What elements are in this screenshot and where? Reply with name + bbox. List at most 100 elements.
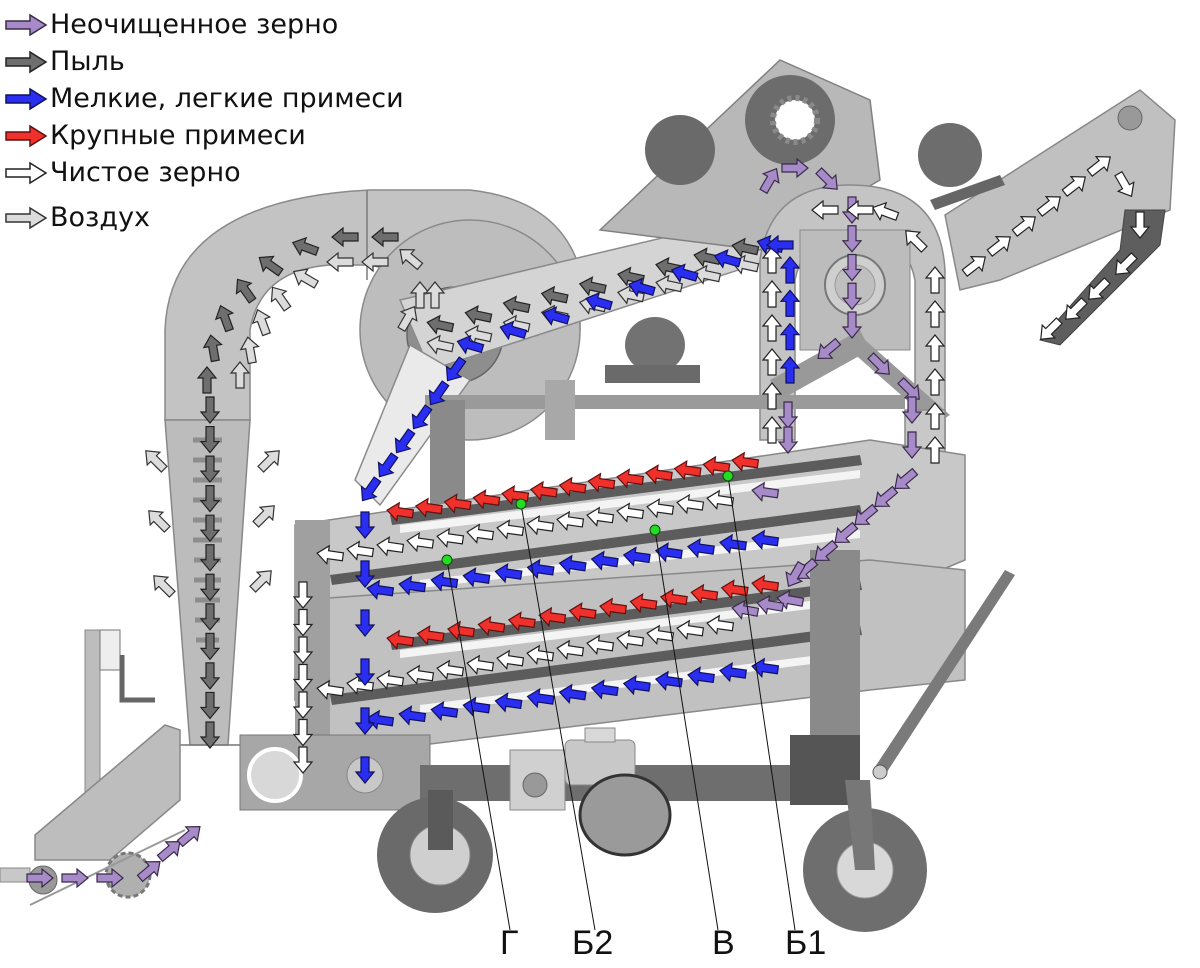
air-flow-arrow [229, 361, 251, 389]
fine-flow-arrow [430, 700, 459, 722]
fine-flow-arrow [719, 533, 748, 555]
fine-flow-arrow [354, 658, 376, 686]
uncleaned-flow-arrow [901, 431, 923, 459]
clean-flow-arrow [846, 199, 874, 221]
uncleaned-flow-arrow [781, 157, 809, 179]
air-flow-arrow [239, 336, 260, 365]
air-flow-arrow [252, 505, 275, 528]
dust-flow-arrow [371, 226, 399, 248]
air-flow-arrow [326, 251, 354, 273]
clean-flow-arrow [616, 502, 645, 523]
callout-label-v: В [712, 924, 735, 962]
fine-flow-arrow [585, 291, 613, 312]
fine-flow-arrow [366, 579, 395, 600]
fine-flow-arrow [456, 334, 485, 355]
coarse-flow-arrow [507, 611, 536, 632]
legend-item-dust: Пыль [4, 43, 404, 80]
uncleaned-flow-arrow [841, 253, 863, 282]
fine-flow-arrow [779, 256, 801, 284]
clean-flow-arrow [924, 334, 946, 362]
air-flow-arrow [148, 510, 171, 533]
callout-lines [441, 470, 796, 931]
fine-flow-arrow [398, 575, 427, 596]
fine-flow-arrow [590, 679, 619, 700]
air-flow-arrow [409, 281, 431, 309]
clean-flow-arrow [1114, 170, 1135, 198]
fine-flow-arrow [654, 542, 683, 563]
uncleaned-flow-arrow [817, 337, 842, 359]
clean-flow-arrow [905, 230, 928, 253]
dust-flow-arrow [202, 334, 223, 363]
dust-flow-arrow [199, 632, 221, 661]
uncleaned-flow-arrow [841, 282, 863, 311]
uncleaned-flow-arrow [814, 539, 839, 561]
clean-flow-arrow [436, 527, 465, 549]
fine-flow-arrow [542, 306, 571, 326]
clean-flow-arrow [406, 664, 435, 685]
legend-label: Чистое зерно [50, 157, 241, 188]
fine-flow-arrow [494, 692, 523, 713]
clean-flow-arrow [761, 382, 783, 410]
fine-flow-arrow [719, 661, 748, 683]
air-flow-arrow [292, 268, 320, 289]
clean-flow-arrow [616, 629, 645, 650]
clean-flow-arrow [1129, 211, 1151, 239]
dust-flow-arrow [199, 573, 221, 602]
dust-flow-arrow [331, 226, 359, 248]
fine-flow-arrow [713, 249, 742, 269]
sieve-marker-b2 [515, 498, 527, 510]
clean-flow-arrow [1040, 317, 1063, 340]
sieve-marker-g [441, 554, 453, 566]
clean-flow-arrow [1036, 196, 1061, 217]
clean-flow-arrow [316, 544, 345, 565]
clean-flow-arrow [376, 669, 405, 690]
coarse-impurities-arrow-icon [5, 124, 48, 147]
fine-flow-arrow [398, 705, 427, 726]
uncleaned-flow-arrow [156, 841, 181, 863]
legend-label: Пыль [50, 46, 125, 77]
air-flow-arrow [257, 450, 280, 473]
fine-flow-arrow [354, 560, 376, 588]
sieve-marker-b1 [722, 470, 734, 482]
uncleaned-flow-arrow [834, 521, 859, 543]
fine-flow-arrow [494, 562, 523, 584]
coarse-flow-arrow [673, 459, 702, 481]
clean-flow-arrow [466, 523, 495, 544]
clean-flow-arrow [346, 674, 375, 695]
legend-item-coarse-impurities: Крупные примеси [4, 117, 404, 154]
sieve-marker-v [649, 524, 661, 536]
clean-flow-arrow [526, 644, 555, 665]
clean-flow-arrow [556, 510, 585, 532]
coarse-flow-arrow [529, 480, 558, 502]
clean-flow-arrow [316, 679, 345, 700]
dust-flow-arrow [199, 396, 221, 424]
fine-flow-arrow [377, 452, 399, 478]
coarse-flow-arrow [720, 579, 749, 600]
fine-flow-arrow [428, 380, 450, 406]
uncleaned-flow-arrow [61, 867, 89, 889]
dust-flow-arrow [199, 691, 221, 720]
uncleaned-flow-arrow [785, 560, 806, 588]
dust-flow-arrow [426, 314, 455, 335]
coarse-flow-arrow [538, 606, 567, 628]
clean-flow-arrow [706, 614, 735, 635]
dust-flow-arrow [502, 295, 531, 316]
coarse-flow-arrow [568, 602, 597, 623]
clean-flow-arrow [924, 300, 946, 328]
clean-flow-arrow [292, 663, 314, 692]
dust-flow-arrow [578, 276, 607, 297]
coarse-flow-arrow [629, 592, 658, 614]
uncleaned-flow-arrow [841, 311, 863, 339]
callout-label-b1: Б1 [785, 924, 827, 962]
dust-flow-arrow [199, 514, 221, 543]
clean-flow-arrow [646, 498, 675, 519]
legend-label: Мелкие, легкие примеси [50, 83, 404, 114]
air-flow-arrow [424, 281, 446, 309]
tow-bar [873, 570, 1015, 775]
clean-flow-arrow [1086, 156, 1111, 177]
dust-flow-arrow [731, 237, 760, 258]
clean-flow-arrow [292, 581, 314, 609]
coarse-flow-arrow [447, 620, 475, 641]
fine-impurities-arrow-icon [5, 87, 48, 110]
